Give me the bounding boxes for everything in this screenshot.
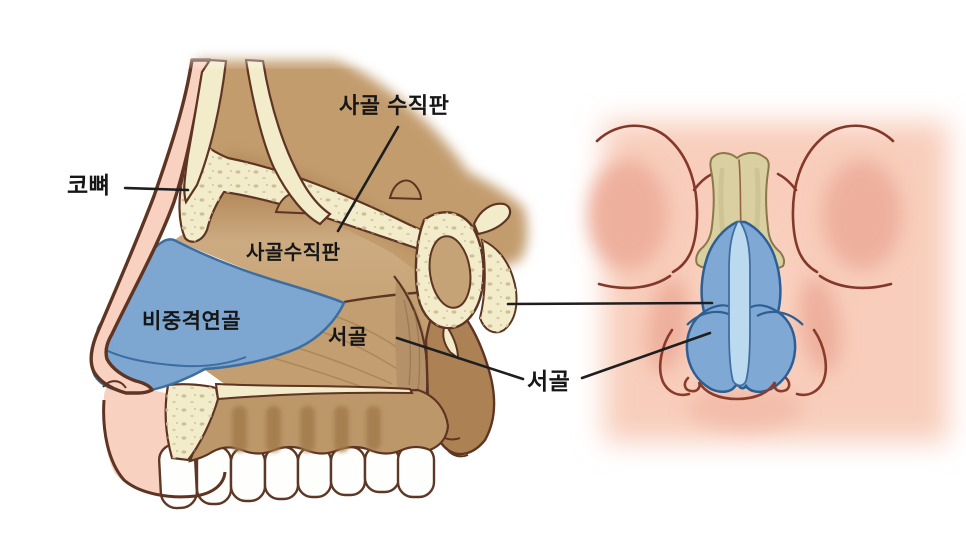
vomer-region-label: 서골	[328, 326, 368, 349]
leader-connector	[506, 301, 714, 306]
perpendicular-plate-region	[175, 193, 432, 302]
palate-bone-strip	[214, 382, 414, 401]
sphenoid-wedge-speckles	[480, 240, 517, 333]
cartilage-inner-line	[101, 347, 247, 368]
tooth-roots	[232, 406, 381, 452]
leader-perpendicular-plate	[336, 125, 400, 233]
sphenoid-spike	[442, 327, 460, 361]
frontal-view	[588, 122, 948, 442]
eye-socket-lines	[595, 124, 895, 290]
top-fade	[150, 32, 440, 58]
frontal-process-strip	[244, 58, 332, 226]
septal-cartilage-label: 비중격연골	[142, 310, 242, 333]
nasal-bone-strip	[183, 58, 228, 205]
perpendicular-plate-title: 사골 수직판	[339, 93, 450, 118]
sphenoid-sinus	[428, 235, 472, 309]
vomer-region	[205, 294, 431, 395]
face-profile-skin	[89, 58, 212, 395]
nasopharynx-streaks	[403, 299, 421, 393]
perpendicular-plate-region-label: 사골수직판	[246, 242, 341, 264]
incisive-speckles	[165, 384, 218, 460]
skin-shading	[588, 160, 902, 430]
sagittal-view	[89, 32, 528, 510]
septum-strip	[728, 220, 751, 387]
leader-vomer-left	[395, 336, 525, 381]
sella-nub	[472, 202, 512, 236]
leader-vomer-right	[580, 331, 712, 380]
band-hump-2	[388, 179, 423, 201]
band-speckles	[179, 138, 462, 262]
vomer-pointer-label: 서골	[527, 368, 571, 394]
lip-outline	[102, 399, 227, 499]
leader-nasal-bone	[123, 186, 190, 192]
nostril-lines	[659, 328, 827, 401]
leader-lines	[123, 125, 714, 381]
nostril-arc	[102, 380, 127, 389]
nasal-bone-label: 코뼈	[67, 172, 111, 198]
